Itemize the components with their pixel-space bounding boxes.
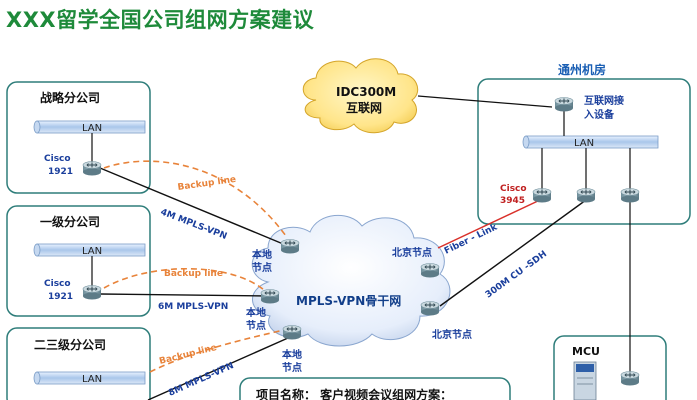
router-icon-local-node-2 [260, 289, 280, 304]
lan-bar-tongzhou: LAN [522, 135, 659, 149]
router-icon-level1 [82, 285, 102, 300]
router-icon-beijing-node-2 [420, 301, 440, 316]
branch-name-level23: 二三级分公司 [34, 337, 106, 352]
branch-box-level1 [6, 205, 151, 317]
fiber-link-label: Fiber - Link [443, 222, 500, 257]
internet-access-label-1: 互联网接 [584, 94, 624, 107]
router-label-level1-1: Cisco [44, 279, 71, 289]
idc-label-1: IDC300M [336, 85, 396, 99]
tongzhou-title: 通州机房 [558, 62, 606, 77]
router-icon-strategic [82, 161, 102, 176]
beijing-node-label-1: 北京节点 [392, 246, 432, 259]
mpls-cloud-label: MPLS-VPN骨干网 [296, 294, 401, 308]
router-icon-tongzhou-3 [620, 188, 640, 203]
local-node-label-1a: 本地 [252, 248, 272, 261]
mcu-box [553, 335, 667, 400]
branch-name-level1: 一级分公司 [40, 214, 100, 229]
router-icon-cisco-3945 [532, 188, 552, 203]
sdh-link-label: 300M CU -SDH [484, 249, 549, 300]
backup-line-label-3: Backup line [158, 343, 218, 367]
router-label-tongzhou-2: 3945 [500, 196, 525, 206]
local-node-label-2a: 本地 [246, 306, 266, 319]
branch-name-strategic: 战略分公司 [40, 90, 100, 105]
local-node-label-3a: 本地 [282, 348, 302, 361]
idc-label-2: 互联网 [346, 101, 382, 115]
mcu-server-icon [573, 361, 597, 400]
router-label-level1-2: 1921 [48, 292, 73, 302]
lan-label: LAN [574, 138, 594, 149]
mpls-cloud [251, 214, 451, 347]
tongzhou-box [477, 78, 691, 225]
lan-bar-level1: LAN [33, 243, 146, 257]
router-icon-beijing-node-1 [420, 263, 440, 278]
local-node-label-1b: 节点 [252, 261, 272, 274]
router-label-tongzhou-1: Cisco [500, 184, 527, 194]
idc-cloud [302, 58, 419, 134]
backup-line-label-2: Backup line [164, 269, 223, 279]
page-title: XXX留学全国公司组网方案建议 [6, 8, 315, 32]
router-icon-local-node-1 [280, 239, 300, 254]
local-node-label-3b: 节点 [282, 361, 302, 374]
mpls-link-label-2: 6M MPLS-VPN [158, 302, 228, 312]
lan-bar-strategic: LAN [33, 120, 146, 134]
lan-label: LAN [82, 246, 102, 257]
mpls-link-label-1: 4M MPLS-VPN [159, 207, 228, 242]
local-node-label-2b: 节点 [246, 319, 266, 332]
mpls-link-label-3: 8M MPLS-VPN [167, 361, 235, 399]
lan-label: LAN [82, 123, 102, 134]
internet-access-label-2: 入设备 [584, 108, 615, 121]
lan-bar-level23: LAN [33, 371, 146, 385]
backup-line-label-1: Backup line [177, 175, 237, 193]
lan-label: LAN [82, 374, 102, 385]
project-note: 项目名称： 客户视频会议组网方案： [256, 387, 452, 400]
router-label-strategic-1: Cisco [44, 154, 71, 164]
router-icon-internet-access [554, 97, 574, 112]
router-label-strategic-2: 1921 [48, 167, 73, 177]
router-icon-tongzhou-2 [576, 188, 596, 203]
beijing-node-label-2: 北京节点 [432, 328, 472, 341]
router-icon-mcu [620, 371, 640, 386]
mcu-label: MCU [572, 345, 600, 358]
project-note-box [239, 377, 511, 400]
router-icon-local-node-3 [282, 325, 302, 340]
